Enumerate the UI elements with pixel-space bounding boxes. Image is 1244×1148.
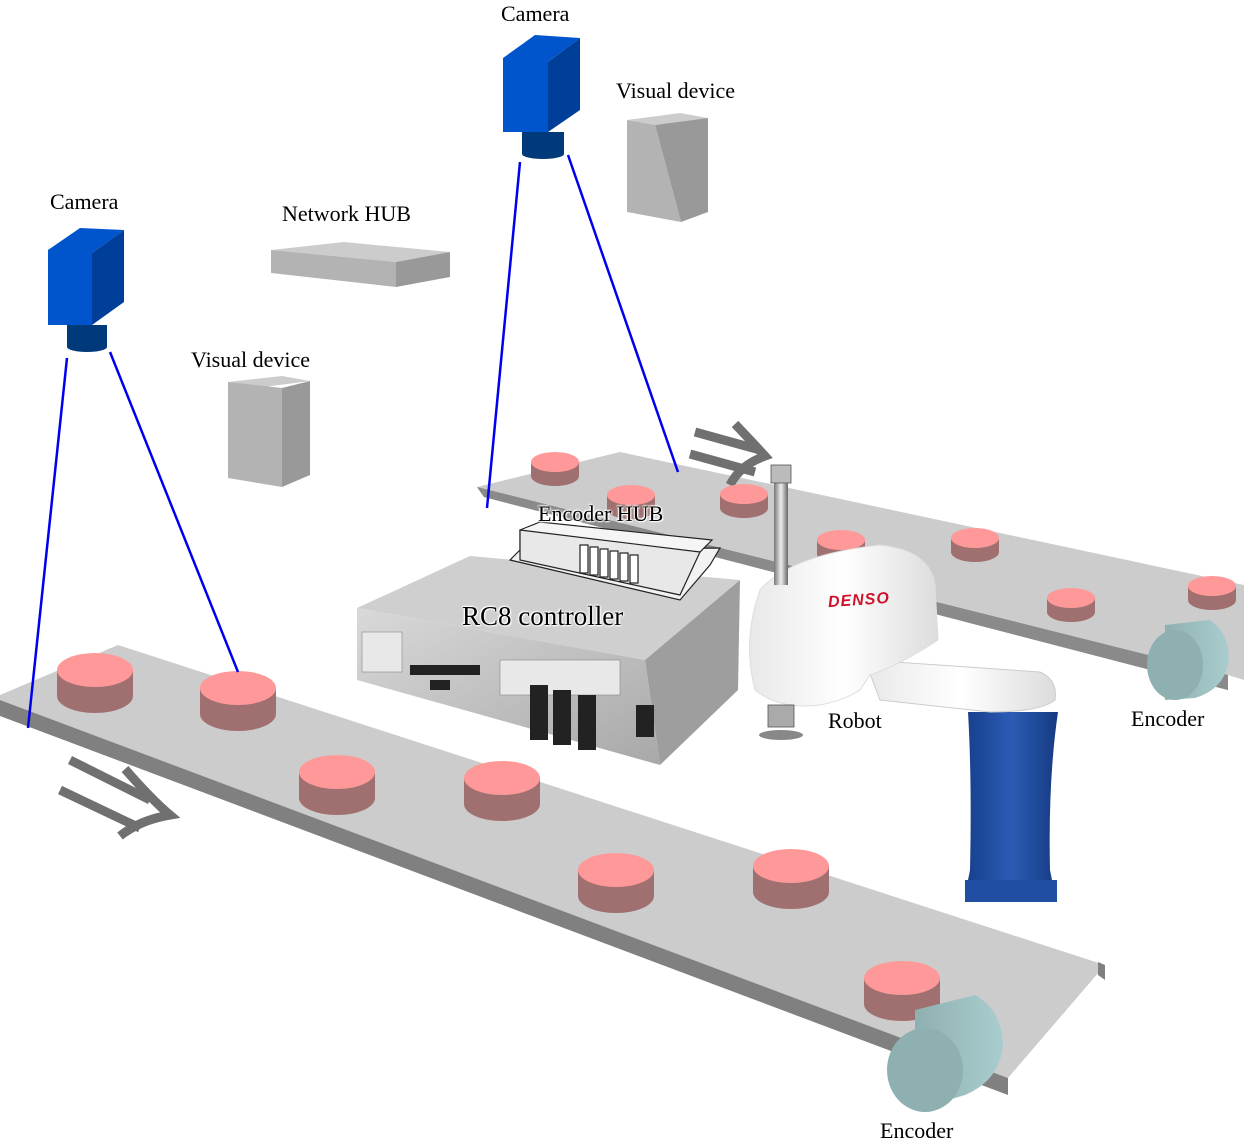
workpiece xyxy=(578,853,654,913)
lower-direction-arrow-icon xyxy=(58,755,181,840)
label-visual-device-left: Visual device xyxy=(191,347,311,372)
lower-belt-end xyxy=(1098,962,1105,980)
visual-device-top xyxy=(627,113,708,222)
workpiece xyxy=(200,671,276,731)
label-visual-device-top: Visual device xyxy=(616,78,736,103)
label-rc8-controller: RC8 controller xyxy=(462,601,624,631)
label-encoder-bottom: Encoder xyxy=(880,1118,954,1143)
camera-top xyxy=(503,35,580,159)
encoder-hub xyxy=(508,521,722,601)
label-camera-left: Camera xyxy=(50,189,119,214)
upper-direction-arrow-icon xyxy=(688,420,773,488)
lower-belt-top xyxy=(0,645,1105,1078)
lower-conveyor xyxy=(0,645,1105,1095)
workpiece xyxy=(531,452,579,486)
camera-view-lines xyxy=(26,154,680,729)
workpiece xyxy=(299,755,375,815)
workpiece xyxy=(720,484,768,518)
lower-belt-front xyxy=(0,700,1008,1095)
workpiece xyxy=(1047,588,1095,622)
workpiece xyxy=(57,653,133,713)
lower-encoder xyxy=(887,995,1003,1112)
label-robot: Robot xyxy=(828,708,882,733)
label-network-hub: Network HUB xyxy=(282,201,411,226)
lower-workpieces xyxy=(57,653,940,1021)
network-hub xyxy=(271,242,450,287)
label-encoder-right: Encoder xyxy=(1131,706,1205,731)
scara-robot xyxy=(749,464,1058,902)
label-camera-top: Camera xyxy=(501,1,570,26)
workpiece xyxy=(753,849,829,909)
workpiece xyxy=(951,528,999,562)
workpiece xyxy=(607,485,655,519)
workpiece xyxy=(464,761,540,821)
workpiece xyxy=(1188,576,1236,610)
upper-encoder xyxy=(1147,620,1229,700)
visual-device-left xyxy=(228,376,310,487)
camera-left xyxy=(48,228,124,352)
label-encoder-hub: Encoder HUB xyxy=(538,501,664,526)
